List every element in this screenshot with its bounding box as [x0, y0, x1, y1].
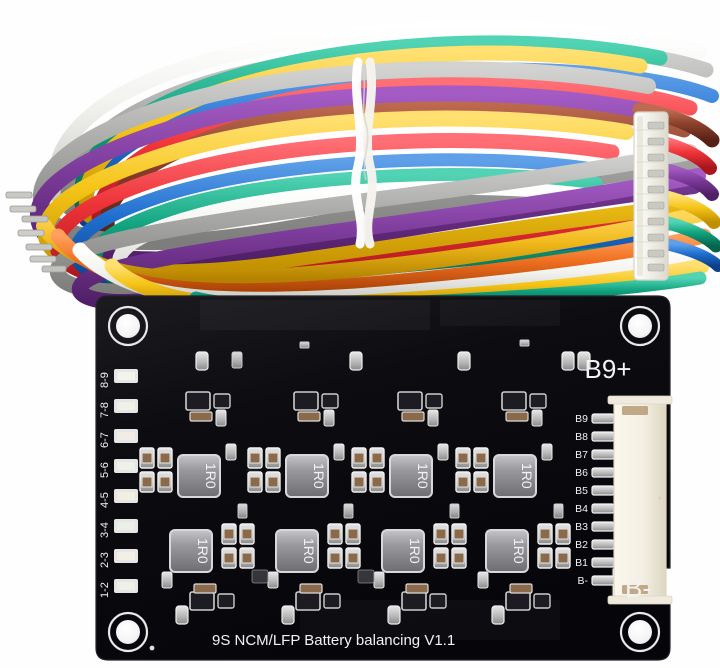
ic-package — [397, 391, 443, 411]
mounting-hole-bottom-left — [107, 611, 149, 653]
ic-package — [401, 591, 447, 611]
inductor — [275, 529, 319, 573]
led-label: 6-7 — [99, 432, 111, 448]
channel-block: 1R0 — [455, 351, 591, 498]
pin-label: B1 — [575, 557, 588, 569]
positive-terminal-label: B9+ — [585, 354, 632, 384]
channel-block: 1R0 — [373, 523, 467, 625]
wire-bundle — [30, 20, 720, 313]
inductor-marking: 1R0 — [301, 538, 317, 564]
led-label: 3-4 — [99, 522, 111, 538]
smd-passives — [231, 339, 564, 519]
led-indicator — [114, 489, 138, 503]
inductor — [485, 529, 529, 573]
channel-block: 1R0 — [247, 351, 363, 498]
tinned-wire-ends — [5, 191, 67, 273]
ic-package — [293, 391, 339, 411]
inductor-marking: 1R0 — [415, 463, 431, 489]
mounting-hole-top-left — [107, 305, 149, 347]
inductor-marking: 1R0 — [519, 463, 535, 489]
channel-block-row-bottom: 1R0 1R0 — [161, 523, 571, 625]
led-label: 7-8 — [99, 402, 111, 418]
pin-label: B8 — [575, 431, 588, 443]
pin-label: B6 — [575, 467, 588, 479]
smd-small-ics — [251, 569, 375, 584]
ic-package — [295, 591, 341, 611]
ic-package — [189, 591, 235, 611]
negative-terminal-label: B- — [625, 573, 651, 603]
pin-label: B9 — [575, 413, 588, 425]
inductor — [285, 454, 329, 498]
led-label: 1-2 — [99, 582, 111, 598]
board-version-text: 9S NCM/LFP Battery balancing V1.1 — [212, 632, 455, 649]
led-indicator — [114, 399, 138, 413]
jst-connector-female — [633, 111, 669, 281]
pin-label: B- — [578, 575, 589, 587]
inductor — [169, 529, 213, 573]
pin-label: B4 — [575, 503, 588, 515]
pin-label: B3 — [575, 521, 588, 533]
ic-package — [185, 391, 231, 411]
channel-block: 1R0 — [351, 351, 471, 498]
mounting-hole-top-right — [619, 305, 661, 347]
pin-label: B5 — [575, 485, 588, 497]
pin-label: B7 — [575, 449, 588, 461]
inductor — [177, 454, 221, 498]
ic-package — [505, 591, 551, 611]
led-label: 5-6 — [99, 462, 111, 478]
channel-block-row-top: 1R0 1R0 — [139, 351, 591, 498]
inductor — [493, 454, 537, 498]
inductor-marking: 1R0 — [511, 538, 527, 564]
pin-label: B2 — [575, 539, 588, 551]
led-label: 4-5 — [99, 492, 111, 508]
led-label: 8-9 — [99, 372, 111, 388]
inductor-marking: 1R0 — [311, 463, 327, 489]
led-indicator-column — [114, 369, 138, 593]
inductor — [381, 529, 425, 573]
led-indicator — [114, 549, 138, 563]
mounting-holes — [107, 305, 661, 653]
channel-block: 1R0 — [139, 351, 237, 498]
led-indicator — [114, 429, 138, 443]
inductor-marking: 1R0 — [195, 538, 211, 564]
channel-block: 1R0 — [477, 523, 571, 625]
ic-package — [501, 391, 547, 411]
channel-block: 1R0 — [267, 523, 361, 625]
jst-header-male — [607, 395, 673, 605]
mounting-hole-bottom-right — [619, 611, 661, 653]
led-label: 2-3 — [99, 552, 111, 568]
led-indicator — [114, 519, 138, 533]
inductor — [389, 454, 433, 498]
connector-pin-labels: B9 B8 B7 B6 B5 B4 B3 B2 B1 B- — [575, 413, 588, 587]
led-indicator — [114, 579, 138, 593]
cable-tie — [351, 57, 377, 249]
channel-block: 1R0 — [161, 523, 255, 625]
led-indicator — [114, 459, 138, 473]
inductor-marking: 1R0 — [407, 538, 423, 564]
led-labels: 8-9 7-8 6-7 5-6 4-5 3-4 2-3 1-2 — [99, 372, 111, 598]
inductor-marking: 1R0 — [203, 463, 219, 489]
led-indicator — [114, 369, 138, 383]
